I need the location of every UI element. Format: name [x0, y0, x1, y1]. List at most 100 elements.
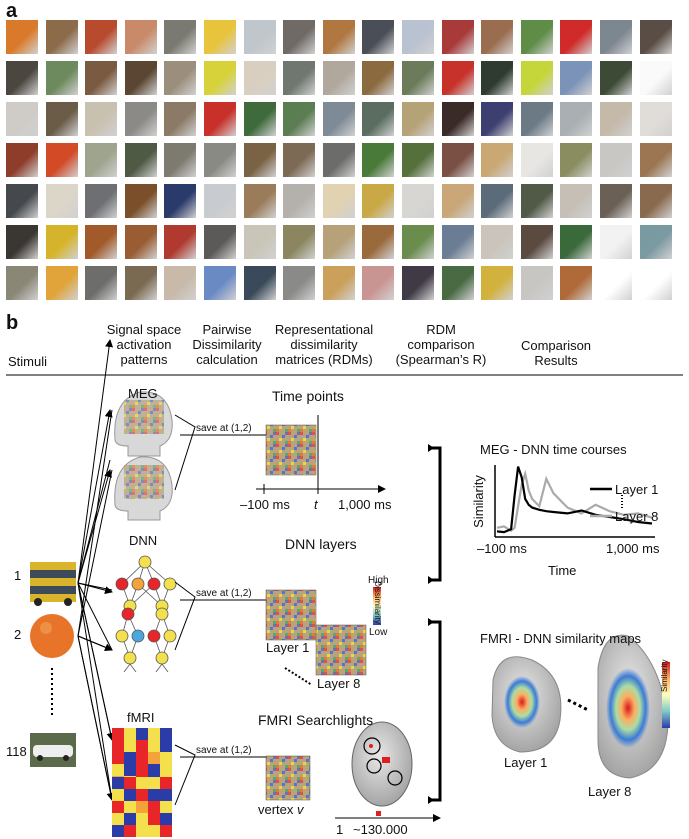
stimulus-thumbnail — [243, 102, 276, 136]
fmri-voxel-grid-2 — [112, 777, 172, 837]
searchlight-axis-end: ~130.000 — [353, 822, 408, 837]
fmri-voxel — [136, 789, 148, 801]
dnn-title: DNN layers — [285, 536, 357, 552]
stimulus-thumbnail — [6, 61, 38, 95]
stimulus-thumbnail — [441, 20, 474, 54]
fmri-save-label: save at (1,2) — [196, 745, 252, 756]
fmri-voxel — [124, 728, 136, 740]
stimulus-orange-image — [30, 614, 74, 658]
fmri-voxel — [112, 752, 124, 764]
stimulus-thumbnail — [481, 143, 514, 177]
panel-label-a: a — [6, 0, 18, 22]
stimulus-thumbnail — [322, 266, 355, 300]
stimulus-thumbnail — [322, 184, 355, 218]
dnn-layer1-label: Layer 1 — [266, 640, 310, 655]
series-line-layer8 — [496, 469, 653, 533]
stimulus-thumbnail — [6, 225, 38, 259]
stimulus-thumbnail — [600, 225, 632, 259]
stimulus-thumbnail — [560, 184, 593, 218]
fmri-voxel — [148, 764, 160, 776]
fmri-voxel — [148, 740, 160, 752]
fmri-voxel — [160, 777, 172, 789]
legend-label-layer1: Layer 1 — [615, 482, 659, 497]
searchlight-axis-start: 1 — [336, 822, 344, 837]
timecourse-ylabel: Similarity — [470, 475, 486, 528]
stimulus-thumbnail — [362, 266, 395, 300]
pair-brackets — [174, 414, 266, 806]
stimulus-thumbnail — [560, 266, 593, 300]
stimulus-thumbnail — [362, 61, 395, 95]
fmri-voxel — [136, 813, 148, 825]
fmri-voxel — [148, 752, 160, 764]
searchlight-brain — [351, 721, 413, 807]
fmri-rdm — [265, 755, 311, 801]
fmri-voxel — [124, 777, 136, 789]
stimulus-thumbnail — [85, 143, 118, 177]
stimulus-thumbnail — [600, 266, 632, 300]
dnn-network-2 — [115, 607, 177, 673]
stimulus-thumbnail — [243, 143, 276, 177]
fmri-voxel — [136, 825, 148, 837]
stimulus-thumbnail — [283, 102, 316, 136]
stimulus-thumbnail — [362, 102, 395, 136]
stimulus-thumbnail — [45, 61, 78, 95]
stimulus-thumbnail — [322, 225, 355, 259]
stimulus-thumbnail — [124, 20, 157, 54]
fmri-voxel — [112, 764, 124, 776]
stimulus-thumbnail — [481, 102, 514, 136]
stimulus-thumbnail — [204, 102, 236, 136]
stimulus-thumbnail — [283, 184, 316, 218]
fmri-voxel — [112, 813, 124, 825]
stimulus-thumbnail — [560, 143, 593, 177]
stimulus-thumbnail — [85, 61, 118, 95]
fmri-voxel — [148, 728, 160, 740]
stimulus-thumbnail — [243, 20, 276, 54]
stimulus-thumbnail — [283, 61, 316, 95]
fmri-voxel — [148, 777, 160, 789]
stimulus-thumbnail — [362, 143, 395, 177]
stimulus-thumbnail — [362, 20, 395, 54]
stimulus-thumbnail — [204, 20, 236, 54]
stimulus-thumbnail — [441, 102, 474, 136]
dnn-rdm-layer8 — [315, 624, 367, 676]
fmri-voxel — [124, 740, 136, 752]
stimulus-thumbnail — [639, 102, 672, 136]
stimulus-thumbnail — [243, 266, 276, 300]
stimulus-thumbnail — [204, 184, 236, 218]
stimulus-bus-image — [30, 562, 76, 606]
dissimilarity-low: Low — [369, 627, 388, 638]
fmri-voxel — [160, 764, 172, 776]
fmri-voxel — [160, 825, 172, 837]
stimulus-thumbnail — [243, 61, 276, 95]
fmri-voxel — [112, 825, 124, 837]
stimulus-thumbnail — [45, 225, 78, 259]
stimulus-thumbnail — [283, 225, 316, 259]
stimulus-thumbnail — [164, 20, 197, 54]
stimulus-thumbnail — [402, 184, 434, 218]
legend-label-layer8: Layer 8 — [615, 509, 659, 524]
fmri-voxel — [160, 728, 172, 740]
stimulus-thumbnail — [481, 266, 514, 300]
stimulus-thumbnail — [600, 102, 632, 136]
stimulus-thumbnail — [520, 184, 553, 218]
stimulus-thumbnail — [441, 266, 474, 300]
dissimilarity-colorbar — [373, 587, 381, 625]
similarity-colorbar — [662, 662, 670, 728]
stimulus-thumbnail — [6, 266, 38, 300]
stimulus-thumbnail — [520, 266, 553, 300]
stimulus-thumbnail — [164, 143, 197, 177]
fmri-voxel — [112, 789, 124, 801]
stimulus-thumbnail — [6, 102, 38, 136]
stimulus-thumbnail — [560, 20, 593, 54]
stimulus-thumbnail — [402, 143, 434, 177]
stimulus-thumbnail — [204, 266, 236, 300]
stimulus-thumbnail — [85, 20, 118, 54]
dnn-label: DNN — [129, 533, 158, 548]
meg-head-1 — [114, 391, 173, 457]
fan-arrowheads — [77, 409, 115, 801]
fmri-title: FMRI Searchlights — [258, 712, 374, 728]
